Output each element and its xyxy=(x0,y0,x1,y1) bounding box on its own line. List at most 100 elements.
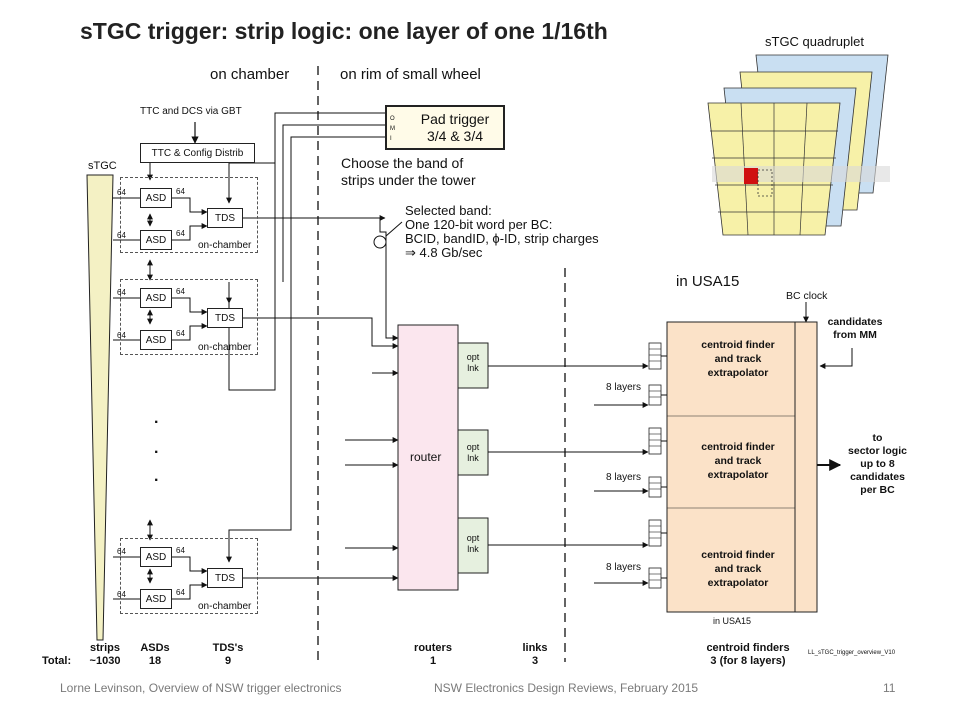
slide-title: sTGC trigger: strip logic: one layer of … xyxy=(80,18,608,44)
asd-label: ASD xyxy=(145,593,167,605)
quadruplet-label: sTGC quadruplet xyxy=(765,34,864,49)
asd-label: ASD xyxy=(145,292,167,304)
tds-label: TDS xyxy=(215,572,235,584)
centroid-line: extrapolator xyxy=(707,367,769,379)
bus-width-label: 64 xyxy=(176,546,185,555)
footer-left: Lorne Levinson, Overview of NSW trigger … xyxy=(60,681,342,695)
opt-link-word: lnk xyxy=(467,544,479,554)
asd-box: ASD xyxy=(140,547,172,567)
total-value: 3 (for 8 layers) xyxy=(710,655,786,667)
sector-logic-text: to sector logic up to 8 candidates per B… xyxy=(840,432,915,497)
selected-band-line: One 120-bit word per BC: xyxy=(405,217,553,232)
total-heading: strips xyxy=(90,642,120,654)
asd-box: ASD xyxy=(140,288,172,308)
sector-line: per BC xyxy=(860,484,895,496)
header-on-chamber: on chamber xyxy=(210,66,290,83)
choose-band-line: Choose the band of xyxy=(341,155,464,171)
total-heading: links xyxy=(522,642,548,654)
on-chamber-group-1 xyxy=(120,177,258,253)
side-label-i: I xyxy=(390,136,392,142)
sector-line: sector logic xyxy=(848,445,907,457)
pad-trigger-side-labels: O M I xyxy=(390,114,395,144)
asd-label: ASD xyxy=(145,334,167,346)
total-strips: strips~1030 xyxy=(80,642,130,668)
total-value: 9 xyxy=(224,655,232,667)
in-usa15-small-label: in USA15 xyxy=(713,616,752,626)
footer-center: NSW Electronics Design Reviews, February… xyxy=(434,681,699,695)
input-buffers xyxy=(648,342,662,589)
totals-label: Total: xyxy=(42,655,72,667)
on-chamber-group-2 xyxy=(120,279,258,355)
router-label: router xyxy=(410,450,442,464)
tds-label: TDS xyxy=(215,312,235,324)
asd-box: ASD xyxy=(140,188,172,208)
pad-trigger-box: O M I Pad trigger 3/4 & 3/4 xyxy=(385,105,505,150)
bus-width-label: 64 xyxy=(176,187,185,196)
opt-link-word: opt xyxy=(466,442,480,452)
on-chamber-label: on-chamber xyxy=(198,601,252,612)
total-value: 1 xyxy=(429,655,437,667)
sector-line: candidates xyxy=(850,471,905,483)
tds-label: TDS xyxy=(215,212,235,224)
bc-clock-label: BC clock xyxy=(786,290,828,302)
centroid-finder-label: centroid finder and track extrapolator xyxy=(683,440,793,482)
centroid-panel xyxy=(666,321,818,613)
centroid-line: extrapolator xyxy=(707,577,769,589)
selected-band-line: ⇒ 4.8 Gb/sec xyxy=(405,245,483,260)
candidates-line: candidates xyxy=(827,316,883,328)
total-heading: routers xyxy=(414,642,452,654)
selected-band-text: Selected band: One 120-bit word per BC: … xyxy=(405,204,599,260)
ellipsis-dot: . xyxy=(154,410,159,427)
bus-width-label: 64 xyxy=(176,229,185,238)
ttc-config-label: TTC & Config Distrib xyxy=(151,147,244,159)
total-value: 3 xyxy=(531,655,539,667)
asd-box: ASD xyxy=(140,589,172,609)
ttc-config-box: TTC & Config Distrib xyxy=(140,143,255,163)
bus-width-label: 64 xyxy=(176,588,185,597)
tds-box: TDS xyxy=(207,308,243,328)
opt-link-3 xyxy=(457,517,489,574)
total-value: ~1030 xyxy=(89,655,121,667)
opt-link-word: opt xyxy=(466,352,480,362)
sector-line: to xyxy=(872,432,883,444)
candidates-line: from MM xyxy=(833,329,877,341)
header-in-usa15: in USA15 xyxy=(676,273,740,290)
router-box xyxy=(397,324,459,591)
selected-band-line: Selected band: xyxy=(405,203,492,218)
hit-cell xyxy=(744,168,758,184)
header-on-rim: on rim of small wheel xyxy=(340,66,481,83)
centroid-line: and track xyxy=(714,563,762,575)
total-heading: TDS's xyxy=(212,642,244,654)
centroid-line: and track xyxy=(714,455,762,467)
bus-width-label: 64 xyxy=(117,231,126,240)
bus-width-label: 64 xyxy=(117,288,126,297)
asd-box: ASD xyxy=(140,230,172,250)
bus-width-label: 64 xyxy=(117,188,126,197)
side-label-m: M xyxy=(390,126,395,132)
bus-width-label: 64 xyxy=(117,547,126,556)
opt-link-1 xyxy=(457,342,489,389)
opt-link-word: lnk xyxy=(467,453,479,463)
asd-label: ASD xyxy=(145,234,167,246)
centroid-line: extrapolator xyxy=(707,469,769,481)
stgc-label: sTGC xyxy=(88,160,117,172)
choose-band-text: Choose the band of strips under the towe… xyxy=(341,155,476,189)
side-label-o: O xyxy=(390,116,395,122)
pad-trigger-title: Pad trigger xyxy=(420,111,490,127)
on-chamber-label: on-chamber xyxy=(198,240,252,251)
opt-link-word: lnk xyxy=(467,363,479,373)
pad-trigger-coincidence: 3/4 & 3/4 xyxy=(426,128,484,144)
centroid-line: centroid finder xyxy=(701,549,775,561)
selected-band-line: BCID, bandID, ϕ-ID, strip charges xyxy=(405,231,599,246)
on-chamber-label: on-chamber xyxy=(198,342,252,353)
tds-box: TDS xyxy=(207,568,243,588)
eight-layers-label: 8 layers xyxy=(606,472,642,483)
total-heading: ASDs xyxy=(140,642,170,654)
centroid-line: centroid finder xyxy=(701,441,775,453)
opt-link-word: opt xyxy=(466,533,480,543)
